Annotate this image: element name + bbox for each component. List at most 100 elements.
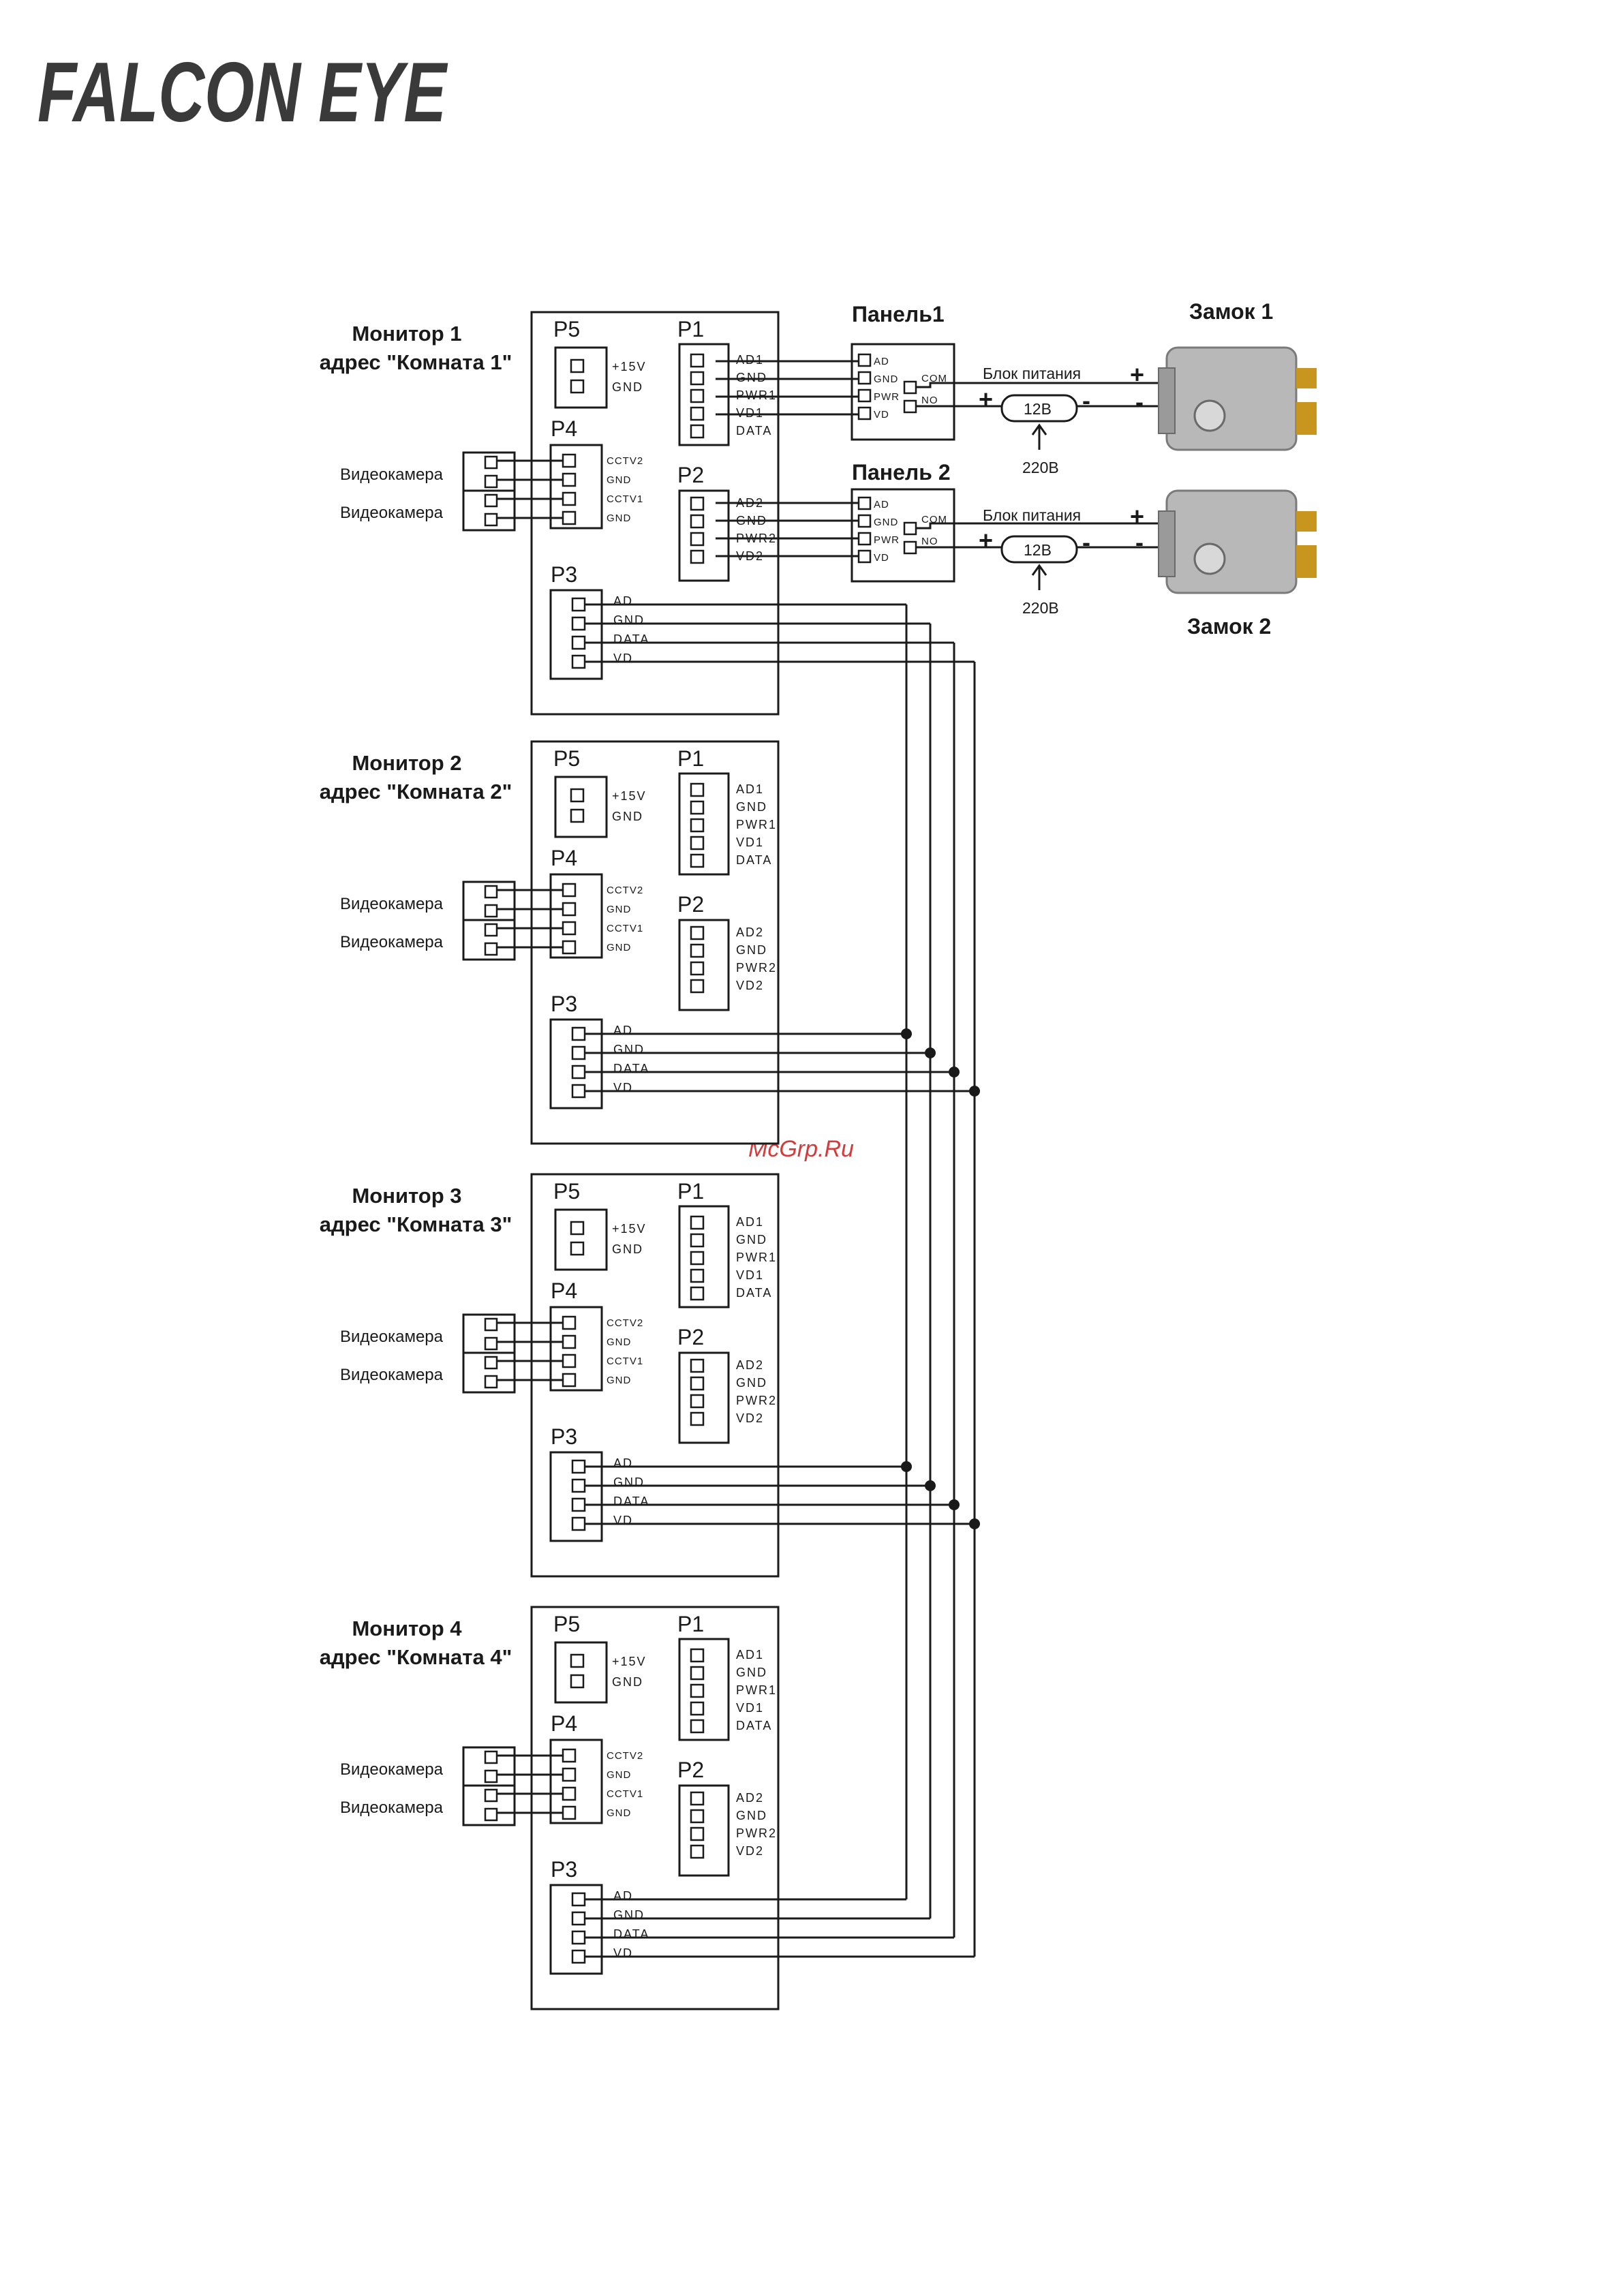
power-supply-1-box — [1000, 394, 1078, 423]
connector-p3-pin-label: DATA — [613, 1927, 649, 1941]
connector-p3-pin — [571, 1459, 586, 1474]
power-supply-2-mains: 220В — [1022, 599, 1059, 617]
lock-1-side — [1158, 367, 1176, 434]
connector-p2-pin-label: PWR2 — [736, 1826, 777, 1840]
falcon-eye-logo: FALCON EYE — [37, 46, 448, 140]
connector-p1-pin — [690, 818, 705, 833]
connector-p5-pin-label: GND — [612, 380, 643, 394]
panel-1-relay-no: NO — [921, 395, 938, 406]
panel-1-relay-square — [903, 399, 917, 414]
camera-connector-pin — [484, 1317, 498, 1332]
camera-2-label: Видеокамера — [340, 1798, 444, 1817]
monitor-3-address: адрес "Комната 3" — [320, 1212, 512, 1236]
connector-p1-pin-label: AD1 — [736, 353, 764, 367]
camera-connector-pin — [484, 1807, 498, 1822]
power-supply-2-plus-in: + — [979, 526, 993, 554]
camera-connector-pin — [484, 1356, 498, 1370]
connector-p3-pin-label: VD — [613, 1081, 633, 1095]
connector-p2-pin-label: AD2 — [736, 925, 764, 939]
power-supply-1-mains: 220В — [1022, 459, 1059, 476]
connector-p2-pin — [690, 979, 705, 994]
connector-p5 — [554, 346, 608, 409]
connector-p1-pin — [690, 371, 705, 386]
connector-p3-label: P3 — [551, 1424, 577, 1449]
connector-p4-pin-label: CCTV1 — [607, 923, 643, 934]
lock-1-bolt — [1296, 402, 1317, 435]
panel-2-title: Панель 2 — [852, 460, 951, 485]
connector-p1-pin — [690, 353, 705, 368]
connector-p2-pin — [690, 1358, 705, 1373]
monitor-4-title: Монитор 4 — [352, 1617, 462, 1640]
connector-p2-pin-label: AD2 — [736, 1791, 764, 1805]
connector-p1-pin-label: VD1 — [736, 1268, 764, 1282]
connector-p4-pin — [562, 921, 577, 936]
connector-p2-pin-label: PWR2 — [736, 1394, 777, 1407]
connector-p3-pin-label: GND — [613, 613, 645, 627]
mains-arrow-2 — [1031, 564, 1047, 590]
power-supply-2: Блок питания + + - - 12В 220В — [916, 502, 1159, 617]
connector-p2-pin-label: VD2 — [736, 1844, 764, 1858]
connector-p4 — [549, 1739, 603, 1824]
connector-p4-pin — [562, 1786, 577, 1801]
connector-p5-pin-label: GND — [612, 810, 643, 823]
panel-1-pin-square — [857, 353, 872, 367]
connector-p5-label: P5 — [553, 1179, 580, 1204]
panel-2-pin-vd: VD — [874, 552, 889, 564]
connector-p1-pin — [690, 1286, 705, 1301]
monitor-2-address: адрес "Комната 2" — [320, 780, 512, 803]
connector-p3-pin-label: VD — [613, 652, 633, 665]
connector-p3-label: P3 — [551, 992, 577, 1016]
connector-p4-pin-label: GND — [607, 1807, 631, 1819]
connector-p4-pin-label: GND — [607, 1769, 631, 1781]
camera-connector-pin — [484, 1788, 498, 1803]
camera-connector-pin — [484, 1375, 498, 1389]
connector-p3-pin-label: DATA — [613, 632, 649, 646]
connector-p4-label: P4 — [551, 846, 577, 870]
lock-2-bolt — [1296, 511, 1317, 532]
camera-connector-pin — [484, 923, 498, 937]
connector-p4-pin — [562, 1748, 577, 1763]
connector-p3-pin-label: VD — [613, 1946, 633, 1960]
connector-p4-pin-label: GND — [607, 512, 631, 524]
connector-p5 — [554, 1208, 608, 1271]
connector-p1-pin — [690, 1233, 705, 1248]
connector-p2-pin — [690, 496, 705, 511]
connector-p3-pin — [571, 1497, 586, 1512]
connector-p3-label: P3 — [551, 562, 577, 587]
panel-2: Панель 2 AD GND PWR VD COM NO — [851, 460, 955, 583]
connector-p3-pin — [571, 597, 586, 612]
lock-2-title: Замок 2 — [1187, 614, 1271, 639]
connector-p1-pin-label: DATA — [736, 853, 772, 867]
power-supply-2-plus-out: + — [1130, 502, 1144, 530]
connector-p4-pin-label: GND — [607, 1336, 631, 1348]
connector-p5-pin-label: +15V — [612, 789, 647, 803]
connector-p1-pin-label: AD1 — [736, 1215, 764, 1229]
power-supply-2-box — [1000, 535, 1078, 564]
camera-connector-pin — [484, 904, 498, 918]
lock-2: Замок 2 — [1158, 489, 1317, 639]
camera-connector-pin — [484, 1750, 498, 1764]
camera-1-label: Видеокамера — [340, 1328, 444, 1346]
camera-connector-pin — [484, 885, 498, 899]
connector-p3-pin-label: VD — [613, 1514, 633, 1527]
connector-p2-label: P2 — [677, 892, 704, 917]
wire-com-lock-2 — [916, 522, 1159, 530]
connector-p4-pin — [562, 1805, 577, 1820]
panel-2-relay-square — [903, 521, 917, 536]
power-supply-2-label: Блок питания — [983, 506, 1081, 524]
connector-p4 — [549, 444, 603, 530]
connector-p1-pin-label: PWR1 — [736, 818, 777, 831]
connector-p1-pin — [690, 800, 705, 815]
camera-connector-pin — [484, 512, 498, 527]
connector-p4-label: P4 — [551, 1711, 577, 1736]
power-supply-1-voltage: 12В — [1024, 400, 1052, 418]
power-supply-2-voltage: 12В — [1024, 541, 1052, 559]
connector-p2-label: P2 — [677, 1325, 704, 1349]
connector-p4-pin — [562, 1373, 577, 1388]
panel-1-pins: AD GND PWR VD COM NO — [857, 353, 947, 420]
connector-p3-pin-label: DATA — [613, 1495, 649, 1508]
mains-arrow-1 — [1031, 423, 1047, 450]
connector-p4-pin-label: CCTV2 — [607, 1750, 643, 1762]
camera-connector-pin — [484, 493, 498, 508]
